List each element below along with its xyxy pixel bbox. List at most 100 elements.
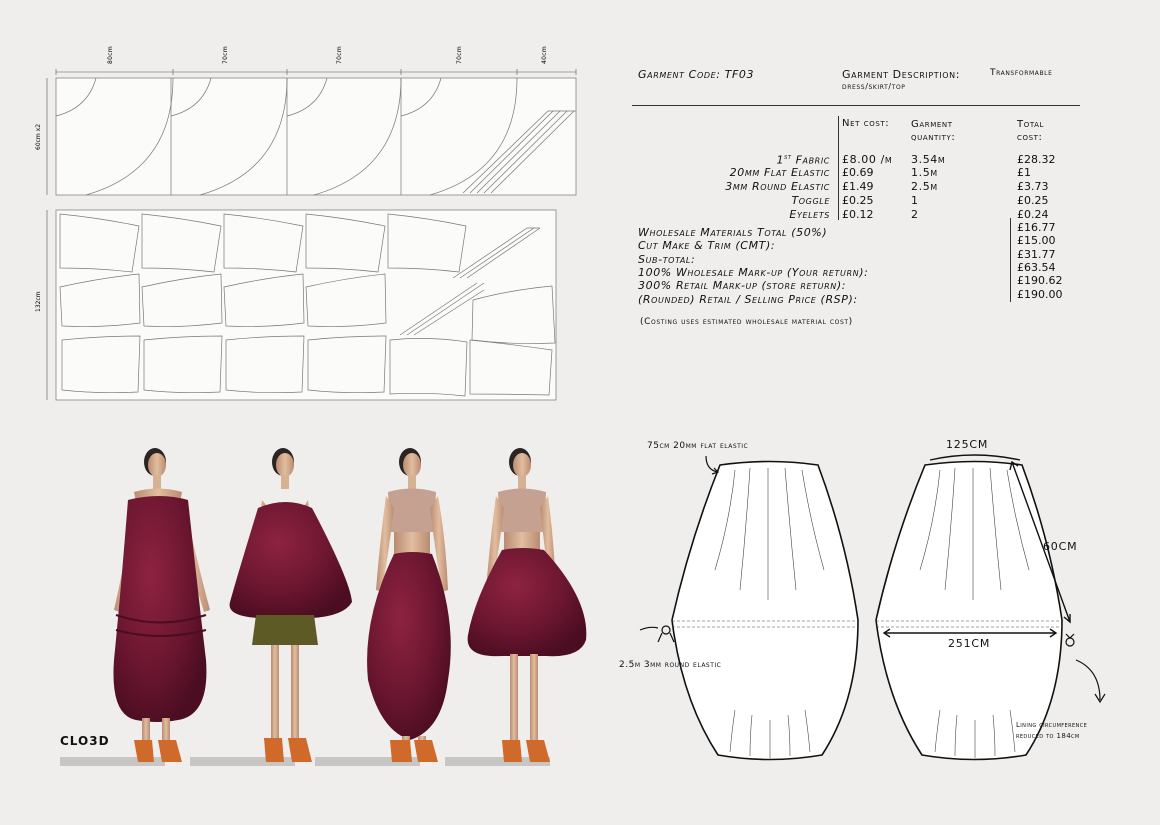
header-net-cost: Net cost: bbox=[842, 118, 890, 129]
top-width-arrow bbox=[929, 454, 1021, 461]
item-total: £0.25 bbox=[1017, 194, 1049, 207]
garment-code: Garment Code: TF03 bbox=[638, 68, 755, 81]
flat-back-details bbox=[876, 467, 1062, 758]
dim-label-3: 70cm bbox=[336, 46, 343, 64]
item-total: £1 bbox=[1017, 166, 1031, 179]
summary-row: Wholesale Materials Total (50%) £16.77 bbox=[638, 221, 1078, 240]
technical-flats bbox=[639, 454, 1106, 761]
circumference-label: 251CM bbox=[948, 637, 991, 650]
item-qty: 3.54m bbox=[911, 153, 946, 166]
bottom-side-dim: 132cm bbox=[35, 291, 42, 312]
model-crop-short-skirt bbox=[467, 448, 587, 762]
model-crop-long-skirt bbox=[367, 448, 451, 762]
header-quantity-l2: quantity: bbox=[911, 132, 956, 143]
item-net: £8.00 /m bbox=[842, 153, 893, 166]
side-length-label: 60CM bbox=[1043, 540, 1078, 553]
floor-shadow bbox=[445, 757, 550, 766]
item-net: £0.25 bbox=[842, 194, 874, 207]
summary-label: 100% Wholesale Mark-up (Your return): bbox=[638, 266, 869, 279]
item-total: £0.24 bbox=[1017, 208, 1049, 221]
summary-value: £63.54 bbox=[1017, 261, 1056, 274]
flat-front-details bbox=[672, 467, 858, 758]
floor-shadow bbox=[60, 757, 165, 766]
item-superscript: st bbox=[784, 153, 792, 161]
lining-note-arrow bbox=[1075, 659, 1101, 701]
lining-note-l1: Lining circumference bbox=[1016, 721, 1088, 729]
item-qty: 2 bbox=[911, 208, 918, 221]
lining-note: Lining circumference reduced to 184cm bbox=[1016, 720, 1087, 742]
item-label: 1st Fabric bbox=[776, 153, 830, 167]
item-label: 3mm Round Elastic bbox=[725, 180, 830, 193]
flat-back bbox=[875, 460, 1063, 761]
item-name: Fabric bbox=[791, 153, 830, 167]
item-label: Eyelets bbox=[789, 208, 830, 221]
item-qty: 1 bbox=[911, 194, 918, 207]
item-net: £0.12 bbox=[842, 208, 874, 221]
side-length-arrow bbox=[1011, 461, 1071, 623]
summary-value: £16.77 bbox=[1017, 221, 1056, 234]
header-total: Total cost: bbox=[1017, 118, 1044, 144]
item-qty: 1.5m bbox=[911, 166, 938, 179]
costing-note: (Costing uses estimated wholesale materi… bbox=[640, 317, 853, 327]
item-total: £28.32 bbox=[1017, 153, 1056, 166]
item-prefix: 1 bbox=[776, 153, 785, 167]
summary-row: (Rounded) Retail / Selling Price (RSP): … bbox=[638, 288, 1078, 307]
flat-elastic-note: 75cm 20mm flat elastic bbox=[647, 441, 749, 451]
table-row: Eyelets £0.12 2 £0.24 bbox=[640, 208, 1080, 222]
header-total-l2: cost: bbox=[1017, 132, 1043, 143]
bottom-pattern-board bbox=[55, 209, 557, 401]
dim-label-4: 70cm bbox=[456, 46, 463, 64]
net-cost-column-rule bbox=[838, 116, 839, 220]
item-label: 20mm Flat Elastic bbox=[729, 166, 830, 179]
table-row: 1st Fabric £8.00 /m 3.54m £28.32 bbox=[640, 153, 1080, 167]
top-dimension-line bbox=[55, 69, 577, 75]
floor-shadow bbox=[190, 757, 295, 766]
clo3d-renders bbox=[60, 448, 587, 766]
table-row: 20mm Flat Elastic £0.69 1.5m £1 bbox=[640, 166, 1080, 180]
summary-value: £190.00 bbox=[1017, 288, 1063, 301]
pattern-layout: 80cm 70cm 70cm 70cm 40cm 60cm x2 132cm bbox=[35, 46, 577, 401]
summary-label: Wholesale Materials Total (50%) bbox=[638, 226, 828, 239]
item-net: £0.69 bbox=[842, 166, 874, 179]
item-net: £1.49 bbox=[842, 180, 874, 193]
summary-row: 100% Wholesale Mark-up (Your return): £6… bbox=[638, 261, 1078, 280]
item-label: Toggle bbox=[791, 194, 830, 207]
summary-label: Cut Make & Trim (CMT): bbox=[638, 239, 776, 252]
item-qty: 2.5m bbox=[911, 180, 938, 193]
garment-description-label: Garment Description: bbox=[842, 68, 961, 81]
toggle-icon bbox=[1065, 633, 1075, 647]
summary-value: £190.62 bbox=[1017, 274, 1063, 287]
summary-row: Sub-total: £31.77 bbox=[638, 248, 1078, 267]
summary-value: £31.77 bbox=[1017, 248, 1056, 261]
summary-label: Sub-total: bbox=[638, 253, 696, 266]
summary-value: £15.00 bbox=[1017, 234, 1056, 247]
model-dress bbox=[113, 448, 210, 762]
toggle-icon bbox=[657, 625, 675, 643]
summary-row: 300% Retail Mark-up (store return): £190… bbox=[638, 274, 1078, 293]
summary-label: (Rounded) Retail / Selling Price (RSP): bbox=[638, 293, 858, 306]
header-divider bbox=[632, 105, 1080, 106]
top-side-dim: 60cm x2 bbox=[35, 124, 42, 150]
garment-description-line2: dress/skirt/top bbox=[842, 82, 906, 91]
flat-elastic-arrow bbox=[705, 455, 719, 473]
top-pattern-board bbox=[55, 77, 577, 196]
total-column-rule bbox=[1010, 218, 1011, 302]
table-row: Toggle £0.25 1 £0.25 bbox=[640, 194, 1080, 208]
garment-description-value: Transformable bbox=[990, 68, 1053, 78]
summary-label: 300% Retail Mark-up (store return): bbox=[638, 279, 847, 292]
dim-label-1: 80cm bbox=[107, 46, 114, 64]
table-row: 3mm Round Elastic £1.49 2.5m £3.73 bbox=[640, 180, 1080, 194]
lining-note-l2: reduced to 184cm bbox=[1016, 732, 1080, 740]
dim-label-5: 40cm bbox=[541, 46, 548, 64]
flat-front bbox=[671, 460, 859, 761]
top-width-label: 125CM bbox=[946, 438, 989, 451]
dim-label-2: 70cm bbox=[222, 46, 229, 64]
summary-row: Cut Make & Trim (CMT): £15.00 bbox=[638, 234, 1078, 253]
round-elastic-note: 2.5m 3mm round elastic bbox=[619, 660, 722, 670]
header-quantity-l1: Garment bbox=[911, 119, 953, 130]
header-quantity: Garment quantity: bbox=[911, 118, 955, 144]
clo3d-label: CLO3D bbox=[60, 734, 110, 748]
round-elastic-arrow bbox=[639, 626, 659, 631]
floor-shadow bbox=[315, 757, 420, 766]
model-top-shorts bbox=[229, 448, 352, 762]
